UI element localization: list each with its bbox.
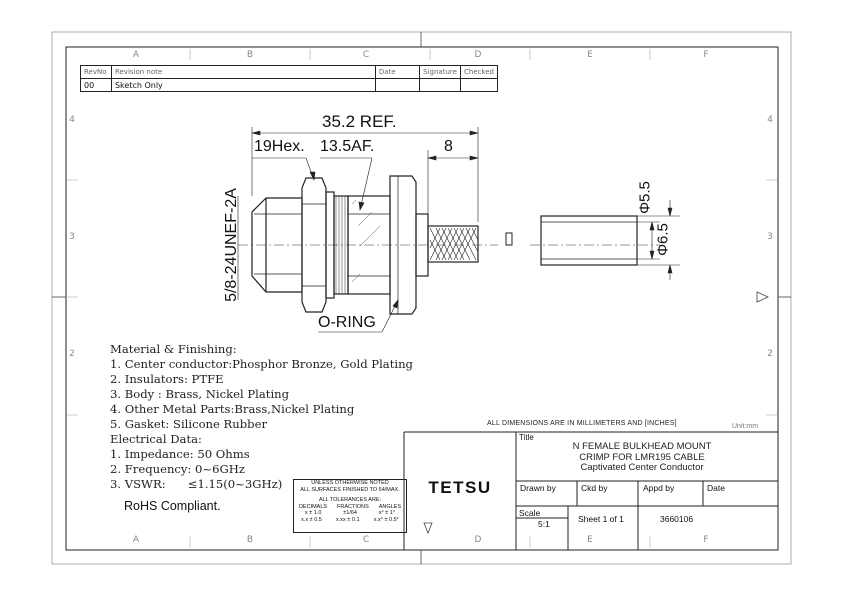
electrical-title: Electrical Data: (110, 432, 202, 446)
zone-label-c-bottom: C (362, 535, 370, 545)
company-logo: TETSU (428, 478, 492, 497)
title-text: N FEMALE BULKHEAD MOUNT CRIMP FOR LMR195… (517, 441, 767, 474)
dia-outer-label: Φ6.5 (654, 223, 672, 256)
tol-dec1: x ± 1.0 (304, 510, 322, 516)
scale-label: Scale (519, 508, 541, 518)
material-line: 2. Insulators: PTFE (110, 372, 224, 386)
zone-label-4: 4 (69, 115, 75, 125)
part-number: 3660106 (660, 514, 694, 524)
revision-table: RevNo Revision note Date Signature Check… (80, 65, 499, 92)
tol-line2: ALL SURFACES FINISHED TO 64/MAX. (300, 486, 400, 493)
rev-checked-header: Checked (459, 65, 499, 79)
zone-label-f: F (703, 50, 709, 60)
zone-label-d: D (474, 50, 482, 60)
zone-label-b-bottom: B (246, 535, 254, 545)
rev-no-cell: 00 (80, 78, 112, 92)
electrical-line: 2. Frequency: 0~6GHz (110, 462, 245, 476)
zone-label-f-bottom: F (703, 535, 709, 545)
zone-label-c: C (362, 50, 370, 60)
rev-date-cell (374, 78, 421, 92)
rev-signature-header: Signature (419, 65, 461, 79)
rev-date-header: Date (374, 65, 421, 79)
tol-row1: x ± 1.0 ±1/64 x° ± 1° (294, 510, 406, 517)
ckd-by-label: Ckd by (581, 483, 608, 493)
tol-dec3: x.xx ± 0.1 (336, 516, 360, 523)
zone-label-e: E (587, 50, 593, 60)
zone-label-d-bottom: D (474, 535, 482, 545)
thread-label: 5/8-24UNEF-2A (223, 188, 240, 302)
tol-row2: x.x ± 0.5 x.xx ± 0.1 x.x° ± 0.5° (294, 517, 406, 524)
dim-af-label: 13.5AF. (320, 138, 375, 155)
zone-label-2-right: 2 (767, 349, 773, 359)
tol-fractions-header: FRACTIONS (337, 503, 369, 510)
dimension-note: ALL DIMENSIONS ARE IN MILLIMETERS AND [I… (487, 420, 677, 427)
material-line: 3. Body : Brass, Nickel Plating (110, 387, 290, 401)
tol-line1: UNLESS OTHERWISE NOTED (311, 480, 389, 486)
title-label: Title (519, 433, 534, 442)
zone-label-b: B (246, 50, 254, 60)
notes-block: Material & Finishing:1. Center conductor… (110, 342, 413, 492)
rev-signature-cell (419, 78, 461, 92)
title-line: CRIMP FOR LMR195 CABLE (579, 451, 705, 463)
appd-by-label: Appd by (643, 483, 675, 493)
zone-label-e-bottom: E (587, 535, 593, 545)
rev-no-header: RevNo (80, 65, 112, 79)
zone-label-a: A (132, 50, 140, 60)
tol-decimals-header: DECIMALS (298, 503, 328, 510)
tol-frac: ±1/64 (343, 510, 357, 516)
tol-line3: ALL TOLERANCES ARE: (318, 497, 382, 503)
oring-label: O-RING (318, 314, 376, 331)
electrical-line: 1. Impedance: 50 Ohms (110, 447, 250, 461)
zone-label-3: 3 (69, 232, 75, 242)
materials-title: Material & Finishing: (110, 342, 237, 356)
tol-headers: DECIMALS FRACTIONS ANGLES (294, 504, 406, 511)
rev-checked-cell (459, 78, 499, 92)
zone-label-3-right: 3 (767, 232, 773, 242)
zone-label-2: 2 (69, 349, 75, 359)
title-line: Captivated Center Conductor (580, 462, 704, 473)
date-label: Date (707, 483, 725, 493)
tol-dec2: x.x ± 0.5 (301, 516, 322, 523)
zone-label-a-bottom: A (132, 535, 140, 545)
title-line: N FEMALE BULKHEAD MOUNT (572, 441, 712, 452)
sheet-label: Sheet 1 of 1 (578, 514, 624, 524)
material-line: 5. Gasket: Silicone Rubber (110, 417, 268, 431)
rev-note-cell: Sketch Only (110, 78, 376, 92)
units-label: Unit:mm (732, 423, 759, 430)
rohs-label: RoHS Compliant. (124, 499, 221, 513)
tol-ang2: x.x° ± 0.5° (373, 516, 399, 523)
dim-overall-label: 35.2 REF. (322, 112, 397, 131)
material-line: 4. Other Metal Parts:Brass,Nickel Platin… (110, 402, 355, 416)
dia-inner-label: Φ5.5 (636, 181, 654, 214)
revision-header-row: RevNo Revision note Date Signature Check… (80, 65, 499, 79)
tol-angles-header: ANGLES (378, 503, 402, 510)
rev-note-header: Revision note (110, 65, 376, 79)
material-line: 1. Center conductor:Phosphor Bronze, Gol… (110, 357, 413, 371)
zone-label-4-right: 4 (767, 115, 773, 125)
tol-ang1: x° ± 1° (378, 510, 396, 516)
tolerance-block: UNLESS OTHERWISE NOTED ALL SURFACES FINI… (293, 479, 407, 533)
drawn-by-label: Drawn by (520, 483, 556, 493)
electrical-line: 3. VSWR: ≤1.15(0~3GHz) (110, 477, 283, 491)
table-row: 00 Sketch Only (80, 78, 499, 92)
scale-value: 5:1 (538, 519, 550, 529)
dim-hex-label: 19Hex. (254, 138, 305, 155)
dim-pin-label: 8 (444, 138, 453, 155)
